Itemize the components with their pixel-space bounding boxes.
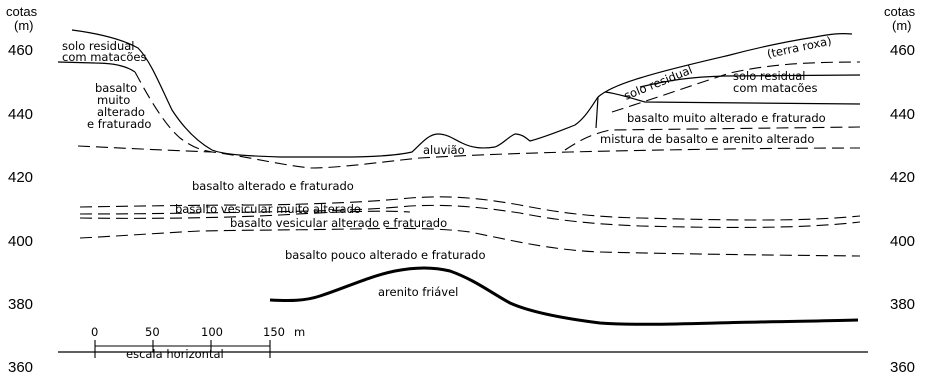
right-tick-460: 460 [890, 42, 915, 59]
terrain-surface-left [71, 29, 599, 158]
right-tick-400: 400 [890, 233, 915, 250]
scale-unit: m [294, 325, 305, 339]
label-solo-residual-right-2: com matacões [733, 81, 817, 95]
boundary-solo-residual-left [57, 61, 136, 73]
right-tick-380: 380 [890, 296, 915, 313]
label-basalto-left-3: alterado [97, 105, 145, 119]
left-axis: cotas (m) 460 440 420 400 380 360 [6, 4, 38, 375]
label-solo-residual-left-1: solo residual [62, 39, 134, 53]
label-basalto-vesicular-alterado: basalto vesicular alterado e fraturado [230, 216, 447, 230]
left-tick-360: 360 [8, 359, 33, 375]
horizontal-scale: 0 50 100 150 m escala horizontal [91, 325, 305, 361]
label-terra-roxa: (terra roxa) [766, 34, 833, 61]
label-arenito: arenito friável [378, 285, 458, 299]
dashed-vesicular-lower [79, 210, 411, 219]
right-tick-440: 440 [890, 106, 915, 123]
right-axis-title-2: (m) [892, 18, 912, 33]
label-basalto-left-2: muito [97, 93, 130, 107]
label-mistura: mistura de basalto e arenito alterado [600, 132, 814, 146]
right-tick-420: 420 [890, 169, 915, 186]
boundary-matacoes-right [604, 91, 861, 105]
left-axis-title-2: (m) [14, 18, 34, 33]
layer-labels: solo residual com matacões basalto muito… [62, 34, 833, 299]
boundary-solo-residual-right [595, 96, 599, 129]
dashed-vesicular-base [79, 227, 861, 257]
right-tick-360: 360 [890, 359, 915, 375]
dashed-vesicular-middle [79, 204, 861, 229]
label-aluviao: aluvião [423, 143, 465, 157]
label-basalto-alterado: basalto alterado e fraturado [192, 179, 354, 193]
label-basalto-vesicular-muito: basalto vesicular muito alterado [175, 202, 361, 216]
scale-label-50: 50 [145, 325, 160, 339]
left-axis-title-1: cotas [6, 4, 38, 19]
scale-label-150: 150 [263, 325, 285, 339]
label-solo-residual-right-1: solo residual [733, 69, 805, 83]
right-axis: cotas (m) 460 440 420 400 380 360 [884, 4, 916, 375]
scale-label-0: 0 [91, 325, 98, 339]
label-solo-residual-right-top: solo residual [622, 63, 694, 103]
dashed-basalto-muito-left [134, 71, 213, 153]
dashed-mistura-top [564, 126, 861, 151]
left-tick-380: 380 [8, 296, 33, 313]
label-basalto-muito-alterado-right: basalto muito alterado e fraturado [627, 111, 826, 125]
scale-label-100: 100 [201, 325, 223, 339]
dashed-aluviao-base [77, 145, 861, 169]
right-axis-title-1: cotas [884, 4, 916, 19]
scale-title: escala horizontal [126, 347, 224, 361]
label-solo-residual-left-2: com matacões [62, 50, 146, 64]
label-basalto-left-1: basalto [95, 81, 137, 95]
dashed-terra-roxa-boundary [611, 61, 861, 113]
boundary-solo-residual-top-right [639, 74, 861, 88]
label-basalto-left-4: e fraturado [87, 117, 151, 131]
arenito-top-boundary [269, 266, 859, 326]
terrain-surface-right [597, 33, 853, 98]
left-tick-400: 400 [8, 233, 33, 250]
label-basalto-pouco-alterado: basalto pouco alterado e fraturado [285, 248, 485, 262]
dashed-vesicular-top [79, 196, 861, 221]
left-tick-460: 460 [8, 42, 33, 59]
left-tick-420: 420 [8, 169, 33, 186]
left-tick-440: 440 [8, 106, 33, 123]
